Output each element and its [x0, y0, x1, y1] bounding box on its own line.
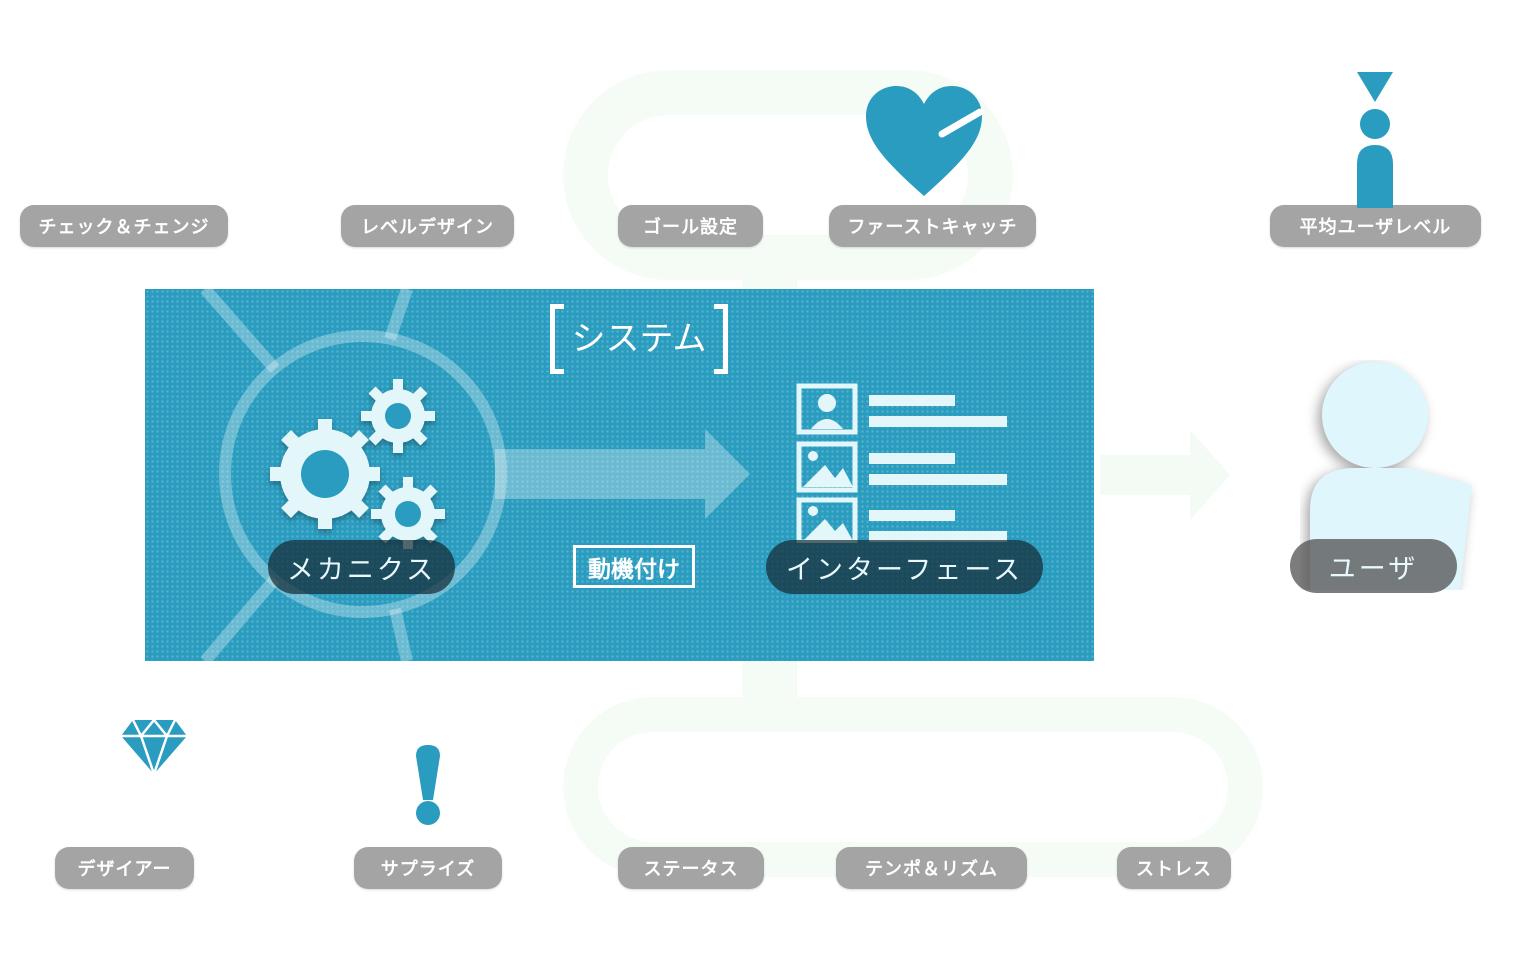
- label-status: ステータス: [618, 847, 764, 889]
- label-desire: デザイアー: [55, 847, 194, 889]
- bottom-connector: [742, 661, 797, 701]
- label-level-design: レベルデザイン: [341, 205, 514, 247]
- label-stress: ストレス: [1117, 847, 1231, 889]
- motivation-label: 動機付け: [573, 545, 695, 588]
- mechanics-circle-decoration: [200, 289, 750, 661]
- label-first-catch: ファーストキャッチ: [829, 205, 1036, 247]
- label-check-and-change: チェック＆チェンジ: [20, 205, 228, 247]
- average-user-icon: [1357, 72, 1393, 208]
- label-surprise: サプライズ: [354, 847, 502, 889]
- gears-icon: [270, 379, 445, 549]
- label-tempo-and-rhythm: テンポ＆リズム: [836, 847, 1027, 889]
- mechanics-label: メカニクス: [268, 540, 455, 594]
- interface-list-icon: [796, 383, 1007, 543]
- system-panel: システム メカニクス 動機付け インターフェース: [145, 289, 1094, 661]
- label-goal-setting: ゴール設定: [618, 205, 763, 247]
- user-label: ユーザ: [1290, 539, 1457, 593]
- exclamation-icon: [416, 745, 440, 825]
- heart-icon: [866, 86, 984, 196]
- top-connector: [742, 250, 797, 290]
- system-title: システム: [571, 319, 707, 359]
- label-average-user-level: 平均ユーザレベル: [1270, 205, 1481, 247]
- interface-label: インターフェース: [766, 540, 1043, 594]
- faint-arrow-icon: [1100, 430, 1230, 520]
- diamond-icon: [121, 720, 187, 774]
